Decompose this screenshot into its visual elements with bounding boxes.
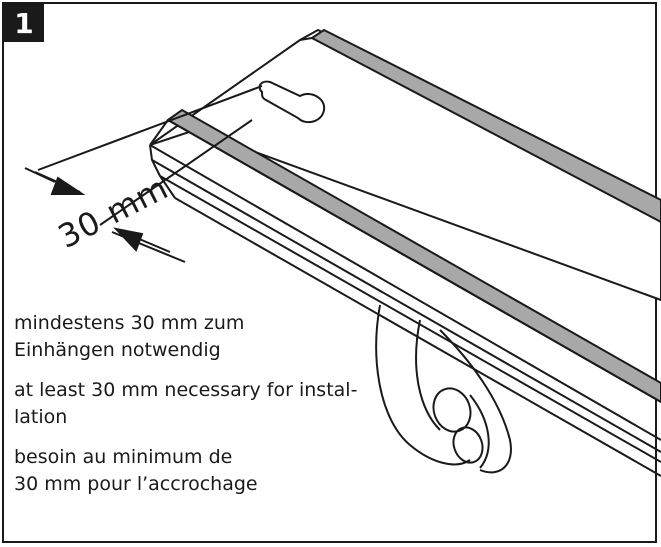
note-french-line1: besoin au minimum de [14, 446, 233, 468]
keyhole-slot [258, 80, 326, 124]
hook-bracket [375, 304, 512, 474]
dimension-arrows [34, 171, 171, 253]
rail-front-edges [149, 37, 661, 477]
note-english: at least 30 mm necessary for instal- lat… [14, 377, 394, 431]
note-french-line2: 30 mm pour l’accrochage [14, 473, 258, 495]
step-number-badge: 1 [4, 4, 44, 42]
note-german-line2: Einhängen notwendig [14, 339, 221, 361]
note-english-line2: lation [14, 406, 68, 428]
back-strip [310, 28, 661, 224]
note-english-line1: at least 30 mm necessary for instal- [14, 379, 358, 401]
instruction-notes: mindestens 30 mm zum Einhängen notwendig… [14, 310, 394, 511]
note-german: mindestens 30 mm zum Einhängen notwendig [14, 310, 394, 364]
note-french: besoin au minimum de 30 mm pour l’accroc… [14, 444, 394, 498]
note-german-line1: mindestens 30 mm zum [14, 312, 245, 334]
